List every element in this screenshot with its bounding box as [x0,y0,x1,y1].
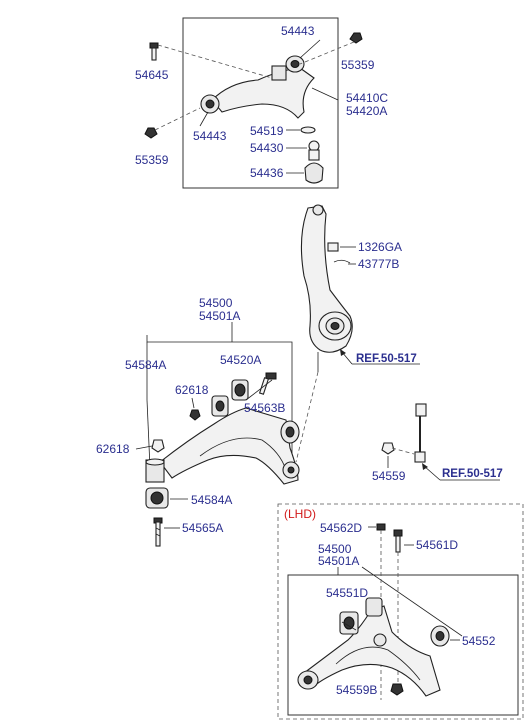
nut-1326GA [327,242,339,252]
label-54559: 54559 [372,469,406,483]
label-54645: 54645 [135,68,169,82]
label-62618-upper: 62618 [175,383,209,397]
label-lhd-54562D: 54562D [320,521,362,535]
leader-54551D [341,621,357,631]
label-lhd-54552: 54552 [462,634,496,648]
upper-bushing-right [271,55,305,81]
bushing-rear-lower-arm [280,420,300,444]
label-54565A: 54565A [182,521,223,535]
bushing-sleeve-54584A [145,458,165,483]
knuckle-to-lower-dash [295,371,319,463]
pin-43777B [333,259,351,264]
label-lhd-54559B: 54559B [336,683,377,697]
label-lhd-54501A: 54501A [318,554,359,568]
leader-62618-upper [191,397,195,409]
label-62618-lower: 62618 [96,442,130,456]
leader-54443-top [299,39,321,59]
label-54430: 54430 [250,141,284,155]
knuckle-top-eye [312,204,324,216]
lhd-leader-diag [361,566,463,637]
leader-54563B [245,379,273,401]
ref-arrowhead-2 [422,463,428,470]
label-55359-left: 55359 [135,153,169,167]
bolt-54565A [153,517,163,547]
clip-54519 [300,126,316,134]
ref-label-knuckle[interactable]: REF.50-517 [356,353,417,365]
nut-55359-left [144,127,158,139]
lhd-bushing-rear [365,597,383,617]
nut-55359-top [349,32,363,44]
lower-arm-bracket [146,335,293,458]
ref-label-link[interactable]: REF.50-517 [442,468,503,480]
label-55359-top: 55359 [341,58,375,72]
bolt-54645 [149,42,159,61]
lhd-dashed-box [277,503,524,720]
nut-54559 [381,442,415,455]
lhd-bushing-54552 [430,625,450,647]
label-43777B: 43777B [358,257,399,271]
lhd-title: (LHD) [284,507,316,521]
nut-55359-top-dash [299,41,355,65]
label-54584A-lower: 54584A [191,493,232,507]
label-54501A: 54501A [199,309,240,323]
leader-54410C [311,87,339,101]
lower-arm-rib [199,437,287,471]
nut-62618-upper [189,409,201,421]
upper-bushing-left [200,94,220,114]
label-54443-left: 54443 [193,129,227,143]
bushing-front-lower-arm [211,395,229,417]
bracket-left-drop-2 [146,399,151,469]
lhd-lower-control-arm [299,605,441,697]
label-54519: 54519 [250,124,284,138]
nut-62618-lower [151,439,165,453]
lower-arm-ball-joint [282,461,300,479]
leader-62618-lower [135,445,153,450]
lower-control-arm [159,407,299,485]
label-lhd-54561D: 54561D [416,538,458,552]
stabilizer-link [414,403,427,463]
label-lhd-54551D: 54551D [326,586,368,600]
lhd-inner-box [287,574,519,716]
bolt-54645-dash [157,44,273,79]
label-54563B: 54563B [244,401,285,415]
label-54520A: 54520A [220,353,261,367]
lhd-ball-joint [373,633,387,647]
upper-arm-group-box [182,17,339,189]
label-1326GA: 1326GA [358,240,402,254]
bushing-54584A-lower [145,487,169,509]
label-54420A: 54420A [346,104,387,118]
label-54500: 54500 [199,296,233,310]
label-54443-top: 54443 [281,24,315,38]
boot-54436 [304,162,324,184]
lhd-nut-54559B [390,683,404,696]
lhd-front-bushing [297,670,319,690]
ref-arrowhead-1 [340,349,346,356]
label-54410C: 54410C [346,91,388,105]
label-54436: 54436 [250,166,284,180]
upper-control-arm [211,67,315,119]
lhd-bushing-54551D [339,611,359,635]
lhd-arm-rib [335,646,421,681]
label-54584A: 54584A [125,358,166,372]
ref-arrow-2 [423,465,441,481]
leader-54443-left [199,111,209,127]
hub-bearing [318,311,352,341]
bushing-54520A [231,379,249,401]
nut-55359-left-dash [154,107,201,131]
ball-joint-54430 [308,140,320,161]
label-lhd-54500: 54500 [318,542,352,556]
